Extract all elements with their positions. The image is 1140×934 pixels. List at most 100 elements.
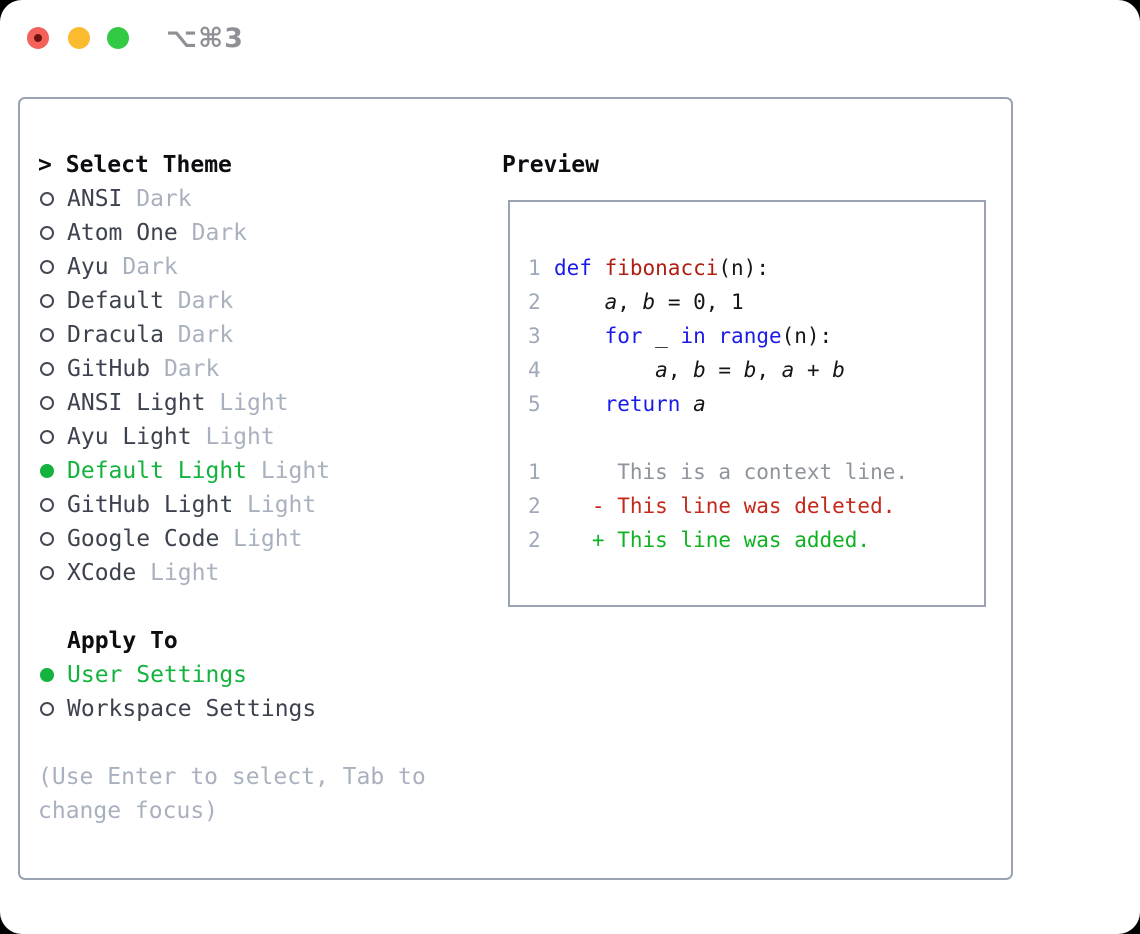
line-number: 1 [528,256,541,280]
line-number: 3 [528,324,541,348]
code-token: b [642,290,656,314]
theme-name: ANSI [67,186,123,212]
code-token [592,256,605,280]
theme-name: ANSI Light [67,390,206,416]
radio-icon [40,396,54,410]
code-token: def [554,256,592,280]
minimize-button[interactable] [68,27,90,49]
theme-name: Ayu Light [67,424,192,450]
theme-option-ansi[interactable]: ANSI Dark [38,182,488,216]
code-line: 5 return a [528,387,984,421]
code-line: 3 for _ in range(n): [528,319,984,353]
theme-variant: Dark [150,356,220,382]
theme-variant: Dark [177,220,248,246]
radio-icon [40,702,54,716]
radio-icon [40,532,54,546]
code-token: , [756,358,782,382]
code-token: b [743,358,757,382]
code-token: (n): [718,256,769,280]
code-token [554,324,605,348]
line-number: 2 [528,528,541,552]
theme-option-google-code[interactable]: Google Code Light [38,522,488,556]
theme-option-dracula[interactable]: Dracula Dark [38,318,488,352]
focus-prompt-icon: > [38,152,52,178]
theme-name: Atom One [67,220,178,246]
code-token: range [718,324,782,348]
theme-name: Ayu [67,254,109,280]
theme-variant: Light [219,526,303,552]
theme-variant: Dark [163,322,234,348]
code-token: b [832,358,845,382]
code-token: This is a context line. [554,460,909,484]
code-token: for [604,324,643,348]
code-token: _ [642,324,681,348]
radio-icon [40,430,54,444]
spacer [38,590,488,624]
code-token [680,392,693,416]
theme-name: GitHub Light [67,492,234,518]
apply-option-label: Workspace Settings [67,696,317,722]
code-token: - This line was deleted. [554,494,896,518]
theme-option-xcode[interactable]: XCode Light [38,556,488,590]
theme-variant: Light [247,458,331,484]
radio-icon [40,566,54,580]
code-line: 2 - This line was deleted. [528,489,984,523]
theme-variant: Light [136,560,220,586]
code-line: 2 a, b = 0, 1 [528,285,984,319]
zoom-button[interactable] [107,27,129,49]
theme-name: Default [67,288,164,314]
code-line: 1 def fibonacci(n): [528,251,984,285]
theme-option-github[interactable]: GitHub Dark [38,352,488,386]
select-theme-header: > Select Theme [38,152,232,178]
apply-option-workspace-settings[interactable]: Workspace Settings [38,692,488,726]
line-number: 5 [528,392,541,416]
code-token: (n): [781,324,833,348]
theme-variant: Dark [108,254,178,280]
radio-icon [40,498,54,512]
radio-icon [40,362,54,376]
code-line: 2 + This line was added. [528,523,984,557]
code-token: , [617,290,643,314]
line-number: 4 [528,358,541,382]
theme-option-default[interactable]: Default Dark [38,284,488,318]
theme-option-ayu-light[interactable]: Ayu Light Light [38,420,488,454]
theme-name: XCode [67,560,137,586]
theme-name: Default Light [67,458,248,484]
radio-selected-icon [40,464,54,478]
code-token: a [655,358,668,382]
theme-name: GitHub [67,356,151,382]
apply-option-user-settings[interactable]: User Settings [38,658,488,692]
code-token: b [693,358,706,382]
code-token: in [680,324,706,348]
theme-option-atom-one[interactable]: Atom One Dark [38,216,488,250]
theme-name: Google Code [67,526,220,552]
theme-option-ayu[interactable]: Ayu Dark [38,250,488,284]
window-shortcut-label: ⌥⌘3 [166,23,244,54]
theme-variant: Light [205,390,289,416]
apply-to-header: Apply To [67,628,178,654]
theme-variant: Light [191,424,275,450]
code-token [554,358,655,382]
theme-option-ansi-light[interactable]: ANSI Light Light [38,386,488,420]
theme-variant: Light [233,492,317,518]
code-line: 4 a, b = b, a + b [528,353,984,387]
theme-option-default-light[interactable]: Default Light Light [38,454,488,488]
theme-variant: Dark [163,288,234,314]
code-token: , [667,358,694,382]
theme-option-github-light[interactable]: GitHub Light Light [38,488,488,522]
code-token: = 0, 1 [655,290,744,314]
code-token: a [693,392,706,416]
code-token: fibonacci [604,256,719,280]
titlebar: ⌥⌘3 [0,0,1140,70]
close-button[interactable] [27,27,49,49]
code-token: + [794,358,833,382]
theme-variant: Dark [122,186,192,212]
line-number: 1 [528,460,541,484]
radio-icon [40,328,54,342]
code-token [554,392,605,416]
